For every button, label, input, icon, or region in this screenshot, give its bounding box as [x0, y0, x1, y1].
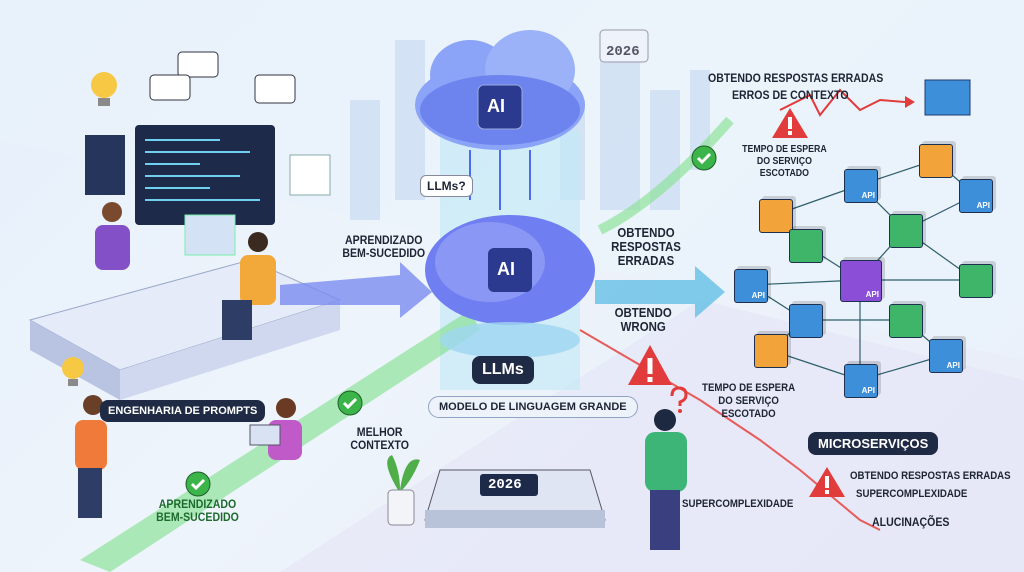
bottom-success-label: APRENDIZADO BEM-SUCEDIDO — [156, 497, 239, 524]
person-head — [102, 202, 122, 222]
microservice-cube: API — [929, 339, 963, 373]
left-flow-arrow — [280, 262, 432, 318]
microservice-cube: API — [840, 260, 882, 302]
top-error-line1: OBTENDO RESPOSTAS ERRADAS — [708, 71, 884, 85]
top-timeout-label: TEMPO DE ESPERA DO SERVIÇO ESCOTADO — [742, 144, 827, 179]
llms-title: LLMs — [472, 356, 534, 384]
right-flow-label-bottom: OBTENDO WRONG — [614, 305, 672, 334]
right-flow-label-top: OBTENDO RESPOSTAS ERRADAS — [611, 225, 681, 268]
right-flow-arrow — [595, 266, 725, 318]
cloud-chip — [477, 84, 523, 130]
microservice-cube — [919, 144, 953, 178]
bottom-error-line2: SUPERCOMPLEXIDADE — [856, 488, 968, 500]
microservice-cube: API — [734, 269, 768, 303]
calendar-icon — [599, 29, 649, 63]
top-error-line2: ERROS DE CONTEXTO — [732, 88, 849, 102]
brain-ai-label: AI — [497, 259, 515, 279]
cloud-ai-label: AI — [487, 96, 505, 116]
llms-question-bubble: LLMs? — [420, 175, 473, 197]
microservice-cube: API — [959, 179, 993, 213]
microservice-cube — [959, 264, 993, 298]
middle-timeout-label: TEMPO DE ESPERA DO SERVIÇO ESCOTADO — [702, 382, 796, 420]
microservice-cube: API — [844, 169, 878, 203]
brain-chip — [488, 248, 532, 292]
prompt-engineering-label: ENGENHARIA DE PROMPTS — [100, 400, 266, 422]
confused-person — [645, 432, 687, 492]
container-icon — [924, 79, 971, 116]
cloud-shape — [415, 30, 585, 150]
question-mark-icon — [670, 386, 688, 406]
device-year: 2026 — [488, 477, 522, 493]
lightbulb-icon — [62, 357, 84, 386]
warning-icon-middle — [628, 345, 672, 385]
api-label: API — [861, 386, 875, 395]
microservice-cube — [889, 304, 923, 338]
hallucinations-label: ALUCINAÇÕES — [872, 515, 950, 529]
api-label: API — [865, 290, 879, 299]
warning-icon-top — [772, 108, 808, 138]
check-icon-middle — [337, 390, 363, 416]
chat-bubble-icon — [177, 51, 219, 78]
microservice-cube — [889, 214, 923, 248]
api-label: API — [976, 201, 990, 210]
microservices-title: MICROSERVIÇOS — [808, 432, 939, 455]
bottom-error-line1: OBTENDO RESPOSTAS ERRADAS — [850, 470, 1011, 482]
chat-bubble-icon — [149, 74, 191, 101]
check-icon-top — [691, 145, 717, 171]
zigzag-line — [779, 88, 906, 117]
microservice-cube — [789, 229, 823, 263]
api-label: API — [946, 361, 960, 370]
microservice-cube — [754, 334, 788, 368]
calendar-year: 2026 — [606, 44, 640, 60]
better-context-label: MELHOR CONTEXTO — [350, 425, 409, 452]
microservice-cube — [759, 199, 793, 233]
supercomplexity-label: SUPERCOMPLEXIDADE — [682, 498, 794, 510]
left-flow-label: APRENDIZADO BEM-SUCEDIDO — [342, 233, 426, 260]
microservice-cube: API — [844, 364, 878, 398]
warning-icon-bottom — [809, 467, 845, 497]
check-icon-bottom — [185, 471, 211, 497]
microservice-cube — [789, 304, 823, 338]
plant-icon — [387, 455, 420, 490]
api-label: API — [751, 291, 765, 300]
api-label: API — [861, 191, 875, 200]
chat-bubble-icon — [254, 74, 296, 104]
llms-subtitle: MODELO DE LINGUAGEM GRANDE — [428, 396, 638, 418]
lightbulb-icon — [91, 72, 117, 106]
